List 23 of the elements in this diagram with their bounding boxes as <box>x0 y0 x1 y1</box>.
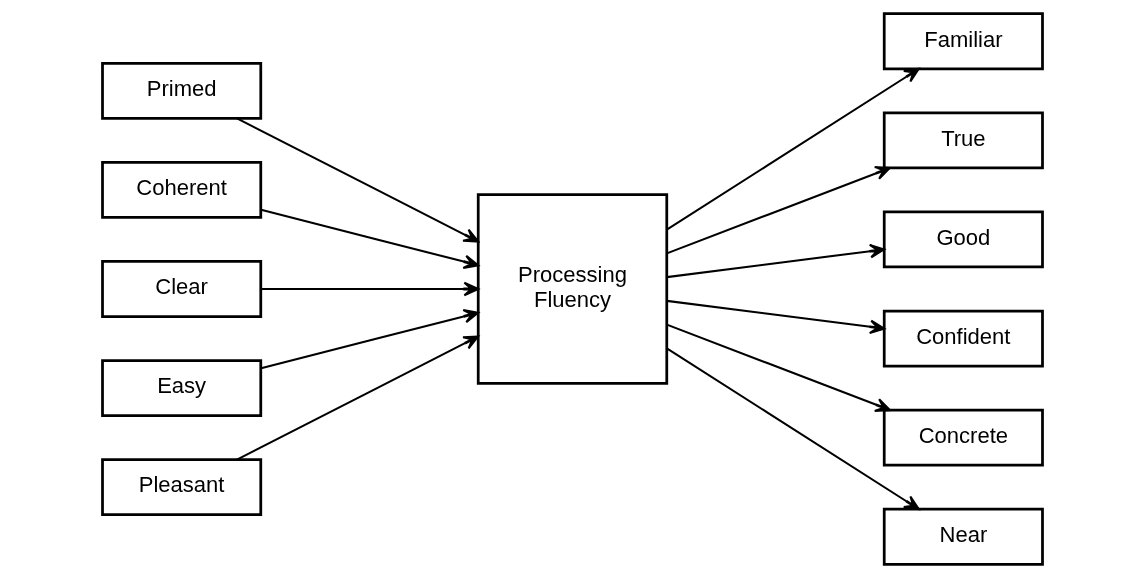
node-box: Clear <box>100 260 262 318</box>
arrow <box>665 67 920 231</box>
node-box: Coherent <box>100 161 262 219</box>
arrow <box>236 335 479 461</box>
node-box: Processing Fluency <box>476 193 668 385</box>
node-box: True <box>882 111 1044 170</box>
node-box: Easy <box>100 359 262 417</box>
node-box: Familiar <box>882 12 1044 71</box>
node-box: Pleasant <box>100 458 262 517</box>
node-box: Confident <box>882 309 1044 368</box>
arrow <box>260 281 479 297</box>
arrow <box>666 243 885 279</box>
node-box: Primed <box>100 61 262 120</box>
arrow <box>666 299 885 335</box>
arrow <box>260 208 479 269</box>
node-box: Near <box>882 507 1044 566</box>
arrow <box>665 347 920 511</box>
node-box: Good <box>882 210 1044 269</box>
arrow <box>665 166 891 255</box>
arrow <box>260 309 479 370</box>
arrow <box>665 323 891 412</box>
arrow <box>236 117 479 243</box>
node-box: Concrete <box>882 408 1044 467</box>
